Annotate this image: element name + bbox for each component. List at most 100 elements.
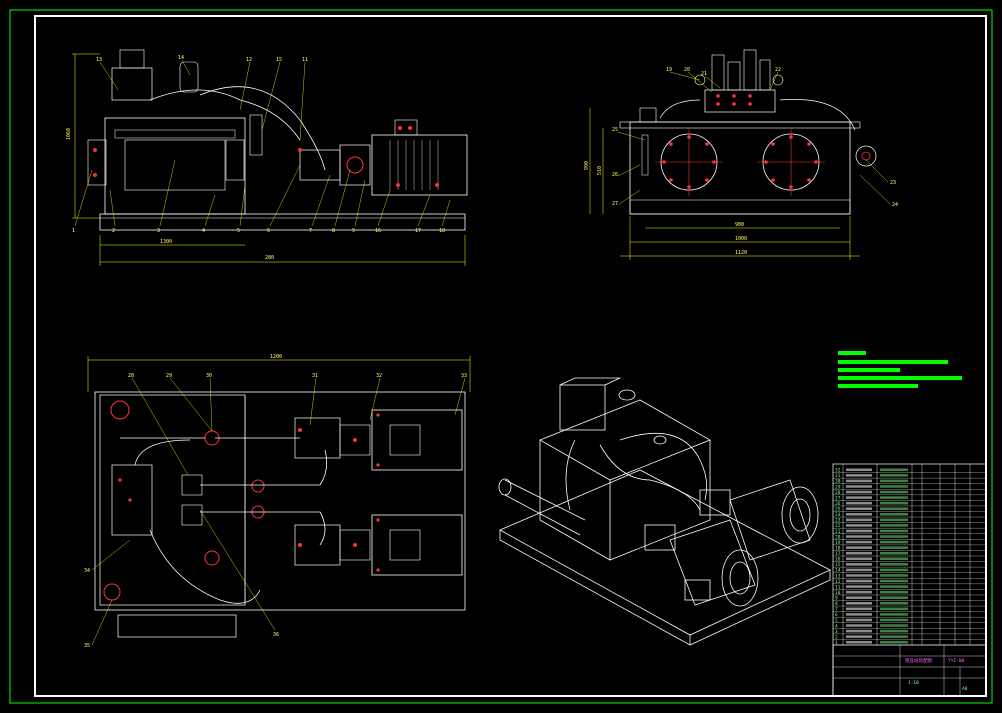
isometric-view[interactable] <box>498 377 831 646</box>
bom-name-cell <box>880 540 908 544</box>
bom-item-number: 24 <box>835 512 841 518</box>
drawing-scale: 1:10 <box>908 680 919 686</box>
bill-of-materials[interactable]: 3231302928272625242322212019181716151413… <box>832 463 987 697</box>
side-cover-bolts <box>662 135 818 189</box>
bom-name-cell <box>880 501 908 505</box>
bom-item-number: 31 <box>835 473 841 479</box>
front-valve-block <box>111 67 153 101</box>
bom-name-cell <box>880 546 908 549</box>
iso-motor-foot <box>684 579 711 601</box>
iso-pump-1 <box>699 489 731 516</box>
balloon-label: 12 <box>246 57 252 63</box>
title-block-grid <box>833 645 986 696</box>
balloon-label: 35 <box>84 643 90 649</box>
outer-sheet-frame <box>9 9 993 704</box>
front-dim-base: 1300 <box>160 239 172 245</box>
bom-name-cell <box>880 468 908 472</box>
iso-cylinder-lines <box>504 479 586 536</box>
bom-item-number: 25 <box>835 507 841 513</box>
bom-name-cell <box>880 474 908 477</box>
balloon-label: 2 <box>112 228 115 234</box>
balloon-label: 16 <box>375 228 381 234</box>
plan-motor-2-box <box>389 529 421 561</box>
front-right-cylinder <box>225 139 245 181</box>
iso-tank-top <box>539 399 711 481</box>
front-coupling <box>339 144 371 186</box>
balloon-label: 17 <box>415 228 421 234</box>
front-leaders <box>74 59 451 227</box>
bom-name-cell <box>880 557 908 561</box>
side-gauge-left-icon <box>694 74 706 86</box>
plan-motor-1-box <box>389 424 421 456</box>
bom-item-number: 4 <box>835 623 838 629</box>
front-motor-fins <box>389 140 439 190</box>
title-block[interactable]: 液压站装配图 YYZ-00 1:10 A0 <box>832 644 987 697</box>
bom-name-cell <box>880 535 908 538</box>
bom-name-cell <box>880 635 908 638</box>
bom-item-number: 8 <box>835 601 838 607</box>
balloon-label: 36 <box>273 632 279 638</box>
side-valve-2 <box>727 61 741 91</box>
side-dimensions <box>589 108 860 260</box>
bom-code-cell <box>846 513 872 516</box>
bom-item-number: 27 <box>835 495 841 501</box>
side-view[interactable]: 900 1000 1120 510 990 19 20 21 22 23 24 … <box>584 49 898 260</box>
bom-item-number: 26 <box>835 501 841 507</box>
front-dim-height: 1060 <box>66 128 72 140</box>
front-solenoid-valve <box>119 49 145 69</box>
bom-name-cell <box>880 485 908 488</box>
bom-name-cell <box>880 568 908 572</box>
balloon-label: 5 <box>237 228 240 234</box>
plan-manifold-1 <box>181 474 203 496</box>
bom-code-cell <box>846 540 872 544</box>
bom-name-cell <box>880 590 908 594</box>
iso-breather <box>618 389 636 401</box>
bom-name-cell <box>880 579 908 583</box>
balloon-label: 32 <box>376 373 382 379</box>
iso-port <box>653 435 667 445</box>
side-dim-mid: 1000 <box>735 236 747 242</box>
side-valve-1 <box>711 54 725 91</box>
side-leaders <box>617 71 891 206</box>
title-block-frame <box>832 644 987 697</box>
balloon-label: 23 <box>890 180 896 186</box>
side-pipe-left <box>659 99 701 119</box>
drawing-code: YYZ-00 <box>948 658 965 664</box>
front-pipe-2 <box>199 86 326 171</box>
bom-item-number: 12 <box>835 579 841 585</box>
front-tank-window <box>124 139 226 191</box>
bom-item-number: 15 <box>835 562 841 568</box>
iso-valve-top <box>559 377 621 386</box>
bom-item-number: 3 <box>835 629 838 635</box>
plan-port-3 <box>251 479 265 493</box>
bom-code-cell <box>846 607 872 611</box>
bom-item-number: 28 <box>835 490 841 496</box>
bom-name-cell <box>880 629 908 633</box>
bom-code-cell <box>846 568 872 572</box>
bom-name-cell <box>880 574 908 577</box>
front-left-cylinder <box>87 139 107 186</box>
front-dim-overall: 280 <box>265 255 274 261</box>
balloon-label: 28 <box>128 373 134 379</box>
balloon-label: 11 <box>302 57 308 63</box>
balloon-label: 3 <box>157 228 160 234</box>
front-balloons-top: 13 14 12 15 11 <box>96 55 308 63</box>
bom-item-number: 1 <box>835 640 838 646</box>
front-view[interactable]: 280 1300 1060 13 14 12 15 <box>66 49 468 266</box>
bom-code-cell <box>846 574 872 577</box>
side-motor-shaft <box>861 151 871 161</box>
bom-item-number: 7 <box>835 607 838 613</box>
bom-item-number: 14 <box>835 568 841 574</box>
plan-port-2 <box>204 550 220 566</box>
iso-tank-side <box>609 440 711 561</box>
front-coupling-bolt-circle <box>346 156 364 174</box>
plan-view[interactable]: 1200 28 29 30 31 32 33 34 35 36 <box>84 354 471 649</box>
bom-code-cell <box>846 640 872 644</box>
plan-filler-cap <box>110 400 130 420</box>
bom-name-cell <box>880 513 908 516</box>
plan-pump-1 <box>294 417 341 459</box>
bom-code-cell <box>846 501 872 505</box>
iso-base-edge-right <box>689 570 831 646</box>
bom-code-cell <box>846 535 872 538</box>
